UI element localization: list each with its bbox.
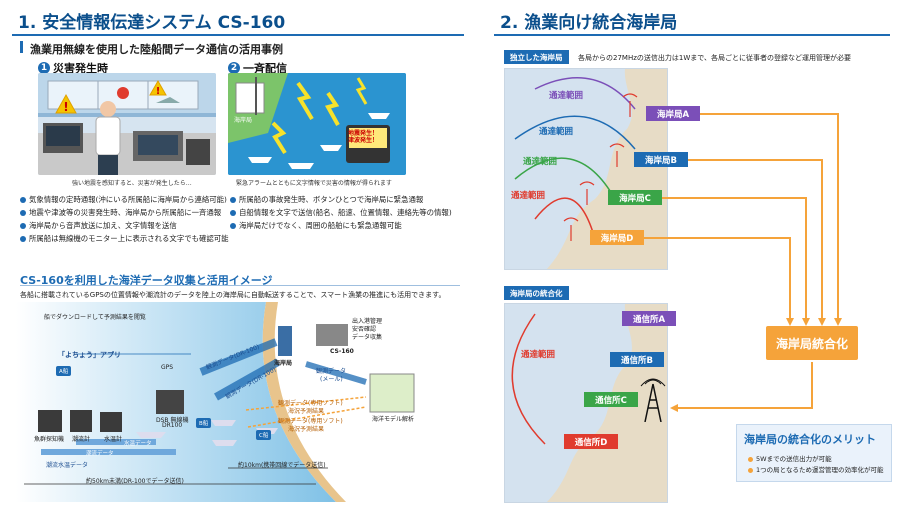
bullet-item: 海岸局だけでなく、周囲の船舶にも緊急通報可能 bbox=[230, 219, 452, 232]
case2-station-label: 海岸局 bbox=[234, 117, 253, 124]
bullet-item: 所属船は無線機のモニター上に表示される文字でも確認可能 bbox=[20, 232, 229, 245]
case1-caption: 強い地震を感知すると、災害が発生したら… bbox=[72, 180, 192, 187]
boat-c-tag: C船 bbox=[256, 430, 272, 440]
data-flow-diagram: 船でダウンロードして予測結果を閲覧 「よちょう」アプリ A船 B船 C船 GPS… bbox=[16, 302, 464, 504]
comm-c: 通信所C bbox=[584, 392, 638, 407]
dr100-label: DR100 bbox=[162, 422, 183, 429]
station-d: 海岸局D bbox=[590, 230, 644, 245]
svg-text:!: ! bbox=[156, 86, 161, 97]
obs-forecast-1: 観測データ(専用ソフト) bbox=[278, 400, 343, 407]
case2-number: 2 bbox=[228, 62, 240, 74]
mail-label: (メール) bbox=[320, 376, 343, 383]
forecast-result-2: 海況予測結果 bbox=[288, 426, 325, 433]
flow-data-label: 潮流データ bbox=[86, 451, 114, 457]
subtitle-marker bbox=[20, 41, 23, 53]
coastal-station-label: 海岸局 bbox=[274, 360, 293, 367]
bullet-list-left: 気象情報の定時通報(沖にいる所属船に海岸局から連絡可能) 地震や津波等の災害発生… bbox=[20, 193, 229, 245]
range-10km: 約10km(携帯回線でデータ送信) bbox=[238, 462, 326, 469]
range-label-c: 通達範囲 bbox=[523, 157, 558, 167]
bullet-item: 所属船の事故発生時、ボタンひとつで海岸局に緊急通報 bbox=[230, 193, 452, 206]
station-a: 海岸局A bbox=[646, 106, 700, 121]
merit-list: 5Wまでの送信出力が可能 1つの局となるため運営管理の効率化が可能 bbox=[748, 454, 883, 476]
data-usage-desc: 各船に搭載されているGPSの位置情報や潮流計のデータを陸上の海岸局に自動転送する… bbox=[20, 291, 446, 299]
tower-icon bbox=[640, 378, 666, 422]
app-name: 「よちょう」アプリ bbox=[58, 351, 121, 359]
cs160-label: CS-160 bbox=[330, 348, 354, 355]
merit-item: 5Wまでの送信出力が可能 bbox=[748, 454, 883, 465]
panel1-note: 各局からの27MHzの送信出力は1Wまで、各局ごとに従事者の登録など運用管理が必… bbox=[578, 54, 851, 62]
bullet-item: 海岸局から音声放送に加え、文字情報を送信 bbox=[20, 219, 229, 232]
comm-a: 通信所A bbox=[622, 311, 676, 326]
boat-a-tag: A船 bbox=[56, 366, 72, 376]
broadcast-scene-icon bbox=[228, 73, 406, 175]
svg-text:!: ! bbox=[63, 100, 68, 114]
range-label-b: 通達範囲 bbox=[539, 127, 574, 137]
dsb-label: DSB 無線機 bbox=[156, 417, 189, 424]
data-usage-title: CS-160を利用した海洋データ収集と活用イメージ bbox=[20, 274, 273, 287]
diagram-background bbox=[16, 302, 415, 502]
disaster-scene-icon: ! ! bbox=[38, 73, 216, 175]
flow-meter-label: 潮流計 bbox=[72, 436, 91, 443]
case1-text: 災害発生時 bbox=[53, 62, 108, 75]
panel2-head: 海岸局の統合化 bbox=[504, 286, 569, 300]
station-c: 海岸局C bbox=[608, 190, 662, 205]
range-label-a: 通達範囲 bbox=[549, 91, 584, 101]
section-title-2: 2. 漁業向け統合海岸局 bbox=[500, 12, 678, 33]
panel1-head: 独立した海岸局 bbox=[504, 50, 569, 64]
download-note: 船でダウンロードして予測結果を閲覧 bbox=[44, 314, 146, 321]
data-usage-rule bbox=[20, 285, 460, 286]
obs-data-label: 観測データ bbox=[316, 368, 347, 375]
section-rule-1 bbox=[12, 34, 464, 36]
panel2-range-label: 通達範囲 bbox=[521, 350, 556, 360]
flow-temp-data-label: 潮流水温データ bbox=[46, 462, 89, 469]
broadcast-illustration: 海岸局 地震発生！ 津波発生！ bbox=[228, 73, 406, 175]
case2-label: 2 一斉配信 bbox=[228, 60, 287, 76]
bullet-item: 気象情報の定時通報(沖にいる所属船に海岸局から連絡可能) bbox=[20, 193, 229, 206]
forecast-result-1: 海況予測結果 bbox=[288, 408, 325, 415]
station-b: 海岸局B bbox=[634, 152, 688, 167]
cs-feature-2: 安否確認 bbox=[352, 326, 377, 333]
usecase-title: 漁業用無線を使用した陸船間データ通信の活用事例 bbox=[30, 43, 283, 56]
range-label-d: 通達範囲 bbox=[511, 191, 546, 201]
merit-box bbox=[736, 424, 892, 482]
cs-feature-1: 出入港管理 bbox=[352, 318, 383, 325]
bullet-list-right: 所属船の事故発生時、ボタンひとつで海岸局に緊急通報 自船情報を文字で送信(船名、… bbox=[230, 193, 452, 232]
integration-box: 海岸局統合化 bbox=[766, 326, 858, 360]
fish-finder-label: 魚群探知機 bbox=[34, 436, 65, 443]
boat-b-tag: B船 bbox=[196, 418, 212, 428]
merit-item: 1つの局となるため運営管理の効率化が可能 bbox=[748, 465, 883, 476]
comm-b: 通信所B bbox=[610, 352, 664, 367]
case2-screen-text: 地震発生！ 津波発生！ bbox=[348, 130, 379, 144]
water-temp-data-label: 水温データ bbox=[124, 441, 152, 447]
section-title-1: 1. 安全情報伝達システム CS-160 bbox=[18, 12, 286, 33]
comm-d: 通信所D bbox=[564, 434, 618, 449]
case1-label: 1 災害発生時 bbox=[38, 60, 108, 76]
merit-title: 海岸局の統合化のメリット bbox=[744, 433, 876, 446]
disaster-illustration: ! ! bbox=[38, 73, 216, 175]
gps-label: GPS bbox=[161, 364, 174, 371]
water-temp-label: 水温計 bbox=[104, 436, 123, 443]
bullet-item: 自船情報を文字で送信(船名、船速、位置情報、連絡先等の情報) bbox=[230, 206, 452, 219]
case2-text: 一斉配信 bbox=[243, 62, 287, 75]
bullet-item: 地震や津波等の災害発生時、海岸局から所属船に一斉通報 bbox=[20, 206, 229, 219]
range-50km: 約50km未満(DR-100でデータ送信) bbox=[86, 478, 184, 485]
section-rule-2 bbox=[494, 34, 890, 36]
ocean-model-label: 海洋モデル解析 bbox=[372, 416, 415, 423]
cs-feature-3: データ収集 bbox=[352, 334, 383, 341]
case2-caption: 緊急アラームとともに文字情報で災害の情報が得られます bbox=[236, 180, 392, 187]
obs-forecast-2: 観測データ(専用ソフト) bbox=[278, 418, 343, 425]
case1-number: 1 bbox=[38, 62, 50, 74]
